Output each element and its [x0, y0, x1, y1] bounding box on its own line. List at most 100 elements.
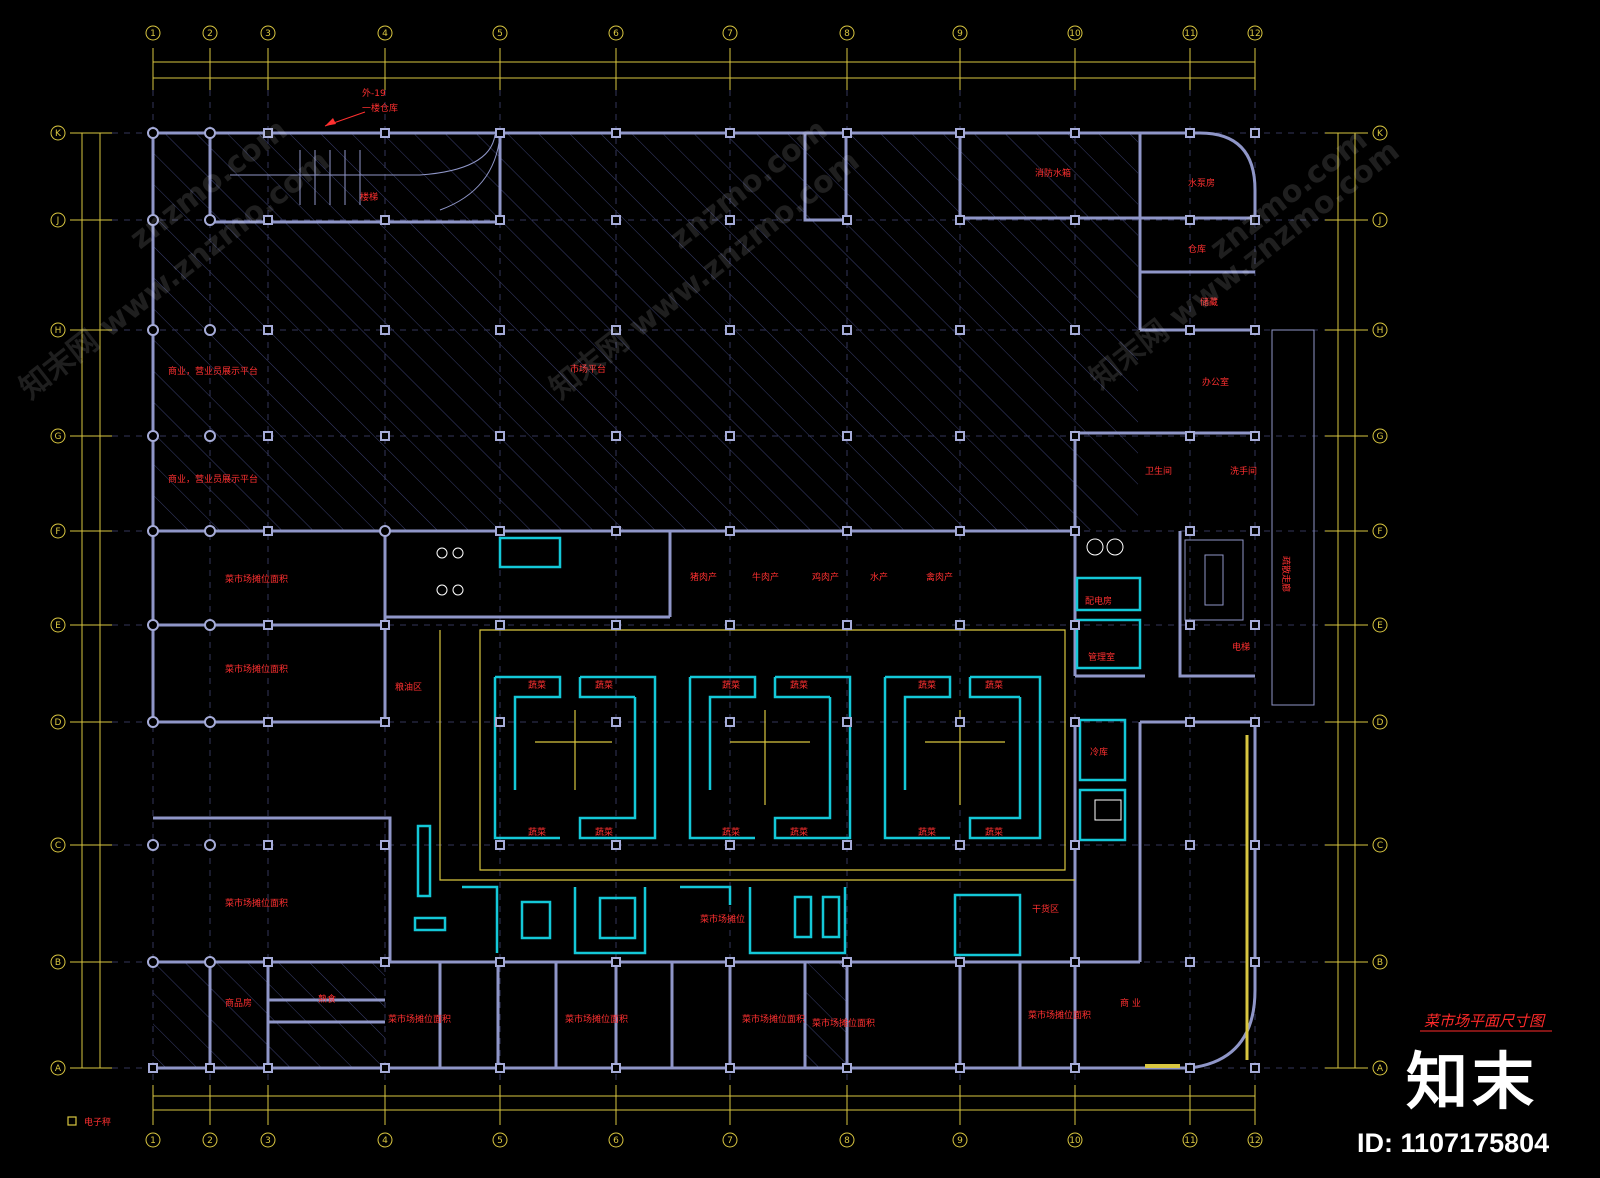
row-bubble: H	[50, 322, 66, 338]
label-office: 办公室	[1202, 376, 1229, 388]
hatched-areas	[153, 133, 1138, 1068]
label-cold: 冷库	[1090, 746, 1108, 758]
column-bubble-label: 11	[1184, 1136, 1195, 1146]
stall-label: 蔬菜	[985, 679, 1003, 691]
column-bubble: 12	[1247, 1132, 1263, 1148]
structural-column	[611, 128, 621, 138]
structural-column	[204, 839, 216, 851]
structural-column	[611, 325, 621, 335]
structural-column	[204, 127, 216, 139]
structural-column	[495, 431, 505, 441]
bottom-shop-walls	[385, 960, 1140, 1068]
column-bubble: 8	[839, 1132, 855, 1148]
label-toilet: 卫生间	[1145, 465, 1172, 477]
column-bubble-label: 2	[207, 29, 213, 39]
structural-column	[1185, 325, 1195, 335]
structural-column	[147, 716, 159, 728]
label-pump: 水泵房	[1188, 177, 1215, 189]
label-storage: 储藏	[1200, 296, 1218, 308]
structural-column	[495, 957, 505, 967]
label-stair-top: 楼梯	[360, 191, 378, 203]
structural-column	[263, 128, 273, 138]
brand-logo: 知末	[1406, 1045, 1538, 1118]
structural-column	[955, 620, 965, 630]
column-bubble: 4	[377, 25, 393, 41]
row-bubble-label: C	[55, 841, 61, 851]
room-labels: 楼梯 消防水箱 水泵房 仓库 储藏 办公室 商业，营业员展示平台 商业，营业员展…	[168, 167, 1292, 1029]
structural-column	[204, 956, 216, 968]
row-bubble-label: F	[1377, 527, 1382, 537]
structural-column	[379, 525, 391, 537]
structural-column	[147, 430, 159, 442]
structural-column	[1070, 526, 1080, 536]
label-deli: 熟食	[318, 993, 336, 1005]
column-bubble-label: 9	[957, 29, 963, 39]
legend-swatch	[67, 1116, 77, 1126]
structural-column	[1250, 620, 1260, 630]
label-left-shop-1: 菜市场摊位面积	[225, 573, 288, 585]
column-bubble-label: 6	[613, 29, 619, 39]
structural-column	[955, 717, 965, 727]
structural-column	[725, 325, 735, 335]
structural-column	[955, 431, 965, 441]
structural-column	[1070, 215, 1080, 225]
structural-column	[842, 431, 852, 441]
row-bubble: F	[1372, 523, 1388, 539]
structural-column	[842, 620, 852, 630]
column-bubble-label: 7	[727, 1136, 733, 1146]
outer-wall-bottom	[153, 720, 1257, 1070]
structural-column	[263, 957, 273, 967]
structural-column	[725, 620, 735, 630]
structural-column	[263, 620, 273, 630]
outer-wall-top	[153, 131, 1257, 220]
structural-column	[380, 840, 390, 850]
structural-column	[1250, 840, 1260, 850]
row-bubble: B	[50, 954, 66, 970]
structural-column	[263, 325, 273, 335]
column-bubble: 8	[839, 25, 855, 41]
stall-label: 蔬菜	[918, 826, 936, 838]
row-bubble-label: K	[1377, 129, 1384, 139]
row-bubble-label: F	[55, 527, 60, 537]
structural-column	[1250, 128, 1260, 138]
structural-column	[725, 1063, 735, 1073]
stall-label: 蔬菜	[528, 826, 546, 838]
structural-column	[611, 717, 621, 727]
structural-column	[725, 128, 735, 138]
structural-column	[495, 620, 505, 630]
column-bubble: 2	[202, 25, 218, 41]
column-bubble-label: 11	[1184, 29, 1195, 39]
column-bubble: 9	[952, 25, 968, 41]
column-bubble: 12	[1247, 25, 1263, 41]
column-bubble-label: 3	[265, 1136, 271, 1146]
market-stalls	[413, 536, 1142, 957]
structural-column	[1070, 957, 1080, 967]
row-bubble-label: D	[1377, 718, 1384, 728]
structural-column	[147, 956, 159, 968]
structural-column	[955, 215, 965, 225]
stall-label: 蔬菜	[595, 679, 613, 691]
column-bubble: 1	[145, 1132, 161, 1148]
structural-column	[263, 1063, 273, 1073]
column-bubble: 11	[1182, 25, 1198, 41]
structural-column	[204, 430, 216, 442]
row-bubble: E	[1372, 617, 1388, 633]
structural-column	[147, 214, 159, 226]
label-evac-corridor: 疏散走廊	[1280, 556, 1292, 592]
structural-column	[611, 620, 621, 630]
column-bubble: 10	[1067, 1132, 1083, 1148]
structural-column	[204, 214, 216, 226]
label-bottom-shop-2: 菜市场摊位面积	[565, 1013, 628, 1025]
stair-note: 外-19 一楼仓库	[324, 87, 398, 127]
structural-column	[842, 128, 852, 138]
stair-small-top	[803, 133, 848, 222]
structural-column	[1070, 717, 1080, 727]
structural-column	[495, 717, 505, 727]
structural-column	[725, 526, 735, 536]
structural-column	[1185, 840, 1195, 850]
label-bottom-shop-1: 菜市场摊位面积	[388, 1013, 451, 1025]
label-pork: 猪肉产	[690, 571, 717, 583]
structural-column	[1070, 431, 1080, 441]
structural-column	[611, 431, 621, 441]
